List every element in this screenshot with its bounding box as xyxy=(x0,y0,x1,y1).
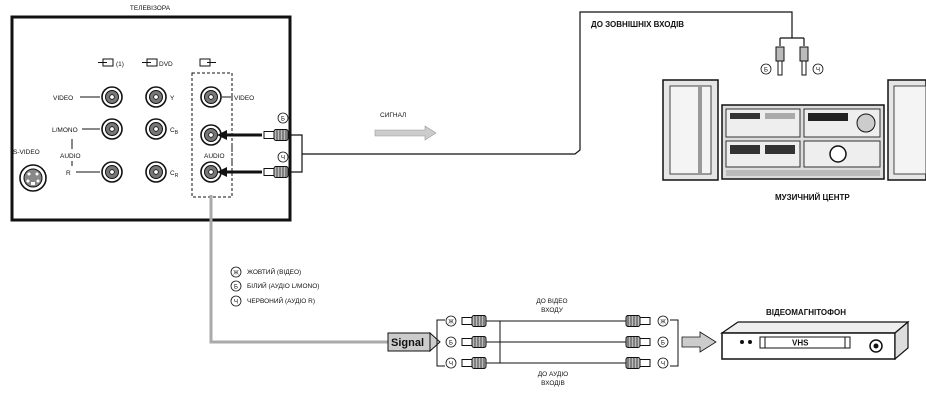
svg-text:Б: Б xyxy=(234,285,238,291)
vcr-device: VHS xyxy=(720,320,910,361)
svg-text:Ч: Ч xyxy=(661,362,665,368)
dvd-label: DVD xyxy=(159,61,173,68)
svg-text:Ч: Ч xyxy=(449,362,453,368)
r-label: R xyxy=(66,170,71,177)
left-speaker xyxy=(662,79,719,181)
music-center-label: МУЗИЧНИЙ ЦЕНТР xyxy=(775,193,850,202)
to-audio-inputs-line2: ВХОДІВ xyxy=(541,380,565,387)
input1-icon xyxy=(98,58,114,67)
cr-label: CR xyxy=(170,170,179,179)
white-plug-marker: Б xyxy=(281,117,285,123)
to-audio-inputs-line1: ДО АУДІО xyxy=(538,371,568,378)
vcr-cable-yellow-left xyxy=(461,315,487,327)
cr-jack[interactable] xyxy=(145,161,167,183)
to-video-input-line2: ВХОДУ xyxy=(541,307,564,314)
audio-cable-to-music-center xyxy=(302,11,793,155)
input1-label: (1) xyxy=(116,61,124,68)
svg-text:Ч: Ч xyxy=(234,300,238,306)
cb-label: CB xyxy=(170,127,179,136)
svg-text:Ж: Ж xyxy=(233,271,239,277)
vcr-cable-red-left xyxy=(461,357,487,369)
cb-jack[interactable] xyxy=(145,118,167,140)
legend-white: БІЛИЙ (АУДІО L/MONO) xyxy=(247,281,319,290)
music-center-unit xyxy=(721,104,885,180)
vcr-arrow xyxy=(681,331,717,353)
legend-red: ЧЕРВОНИЙ (АУДІО R) xyxy=(247,296,315,305)
y-label: Y xyxy=(170,95,175,102)
svg-text:Б: Б xyxy=(661,341,665,347)
vcr-cable-red-right xyxy=(625,357,651,369)
svg-text:Ж: Ж xyxy=(448,320,454,326)
tv-rear-panel xyxy=(10,15,292,222)
out-video-label: VIDEO xyxy=(234,95,254,102)
vcr-cable-white-left xyxy=(461,336,487,348)
external-inputs-label: ДО ЗОВНІШНІХ ВХОДІВ xyxy=(591,20,684,29)
dvd-input-icon xyxy=(142,58,158,67)
output-icon xyxy=(199,58,216,67)
music-red-marker: Ч xyxy=(816,68,820,74)
legend-yellow: ЖОВТИЙ (ВІДЕО) xyxy=(247,267,301,276)
svideo-label: S-VIDEO xyxy=(13,149,40,156)
music-white-marker: Б xyxy=(764,68,768,74)
signal-box: Signal xyxy=(387,331,441,353)
red-plug-tv xyxy=(263,166,289,178)
vcr-brand: VHS xyxy=(792,339,809,348)
video-in-jack[interactable] xyxy=(101,86,123,108)
vcr-cable-white-right xyxy=(625,336,651,348)
right-speaker xyxy=(887,79,926,181)
tv-title: ТЕЛЕВІЗОРА xyxy=(130,5,171,12)
signal-label: СИГНАЛ xyxy=(380,112,406,119)
white-plug-tv xyxy=(263,129,289,141)
to-video-input-line1: ДО ВІДЕО xyxy=(536,298,567,305)
svg-text:Signal: Signal xyxy=(391,337,424,349)
svideo-jack[interactable] xyxy=(19,164,47,192)
music-center-plugs xyxy=(775,46,809,76)
audio-r-jack[interactable] xyxy=(101,161,123,183)
video-label: VIDEO xyxy=(53,95,73,102)
vcr-label: ВІДЕОМАГНІТОФОН xyxy=(766,308,846,317)
signal-arrow xyxy=(374,125,437,141)
red-plug-marker: Ч xyxy=(281,156,285,162)
audio-label: AUDIO xyxy=(60,153,81,160)
svg-text:Б: Б xyxy=(449,341,453,347)
video-out-jack[interactable] xyxy=(200,86,222,108)
signal-line-to-vcr xyxy=(209,195,388,344)
svg-text:Ж: Ж xyxy=(660,320,666,326)
y-jack[interactable] xyxy=(145,86,167,108)
color-legend: Ж ЖОВТИЙ (ВІДЕО) Б БІЛИЙ (АУДІО L/MONO) … xyxy=(230,266,319,307)
out-audio-label: AUDIO xyxy=(204,153,225,160)
vcr-cable-yellow-right xyxy=(625,315,651,327)
lmono-label: L/MONO xyxy=(52,127,78,134)
audio-l-jack[interactable] xyxy=(101,118,123,140)
